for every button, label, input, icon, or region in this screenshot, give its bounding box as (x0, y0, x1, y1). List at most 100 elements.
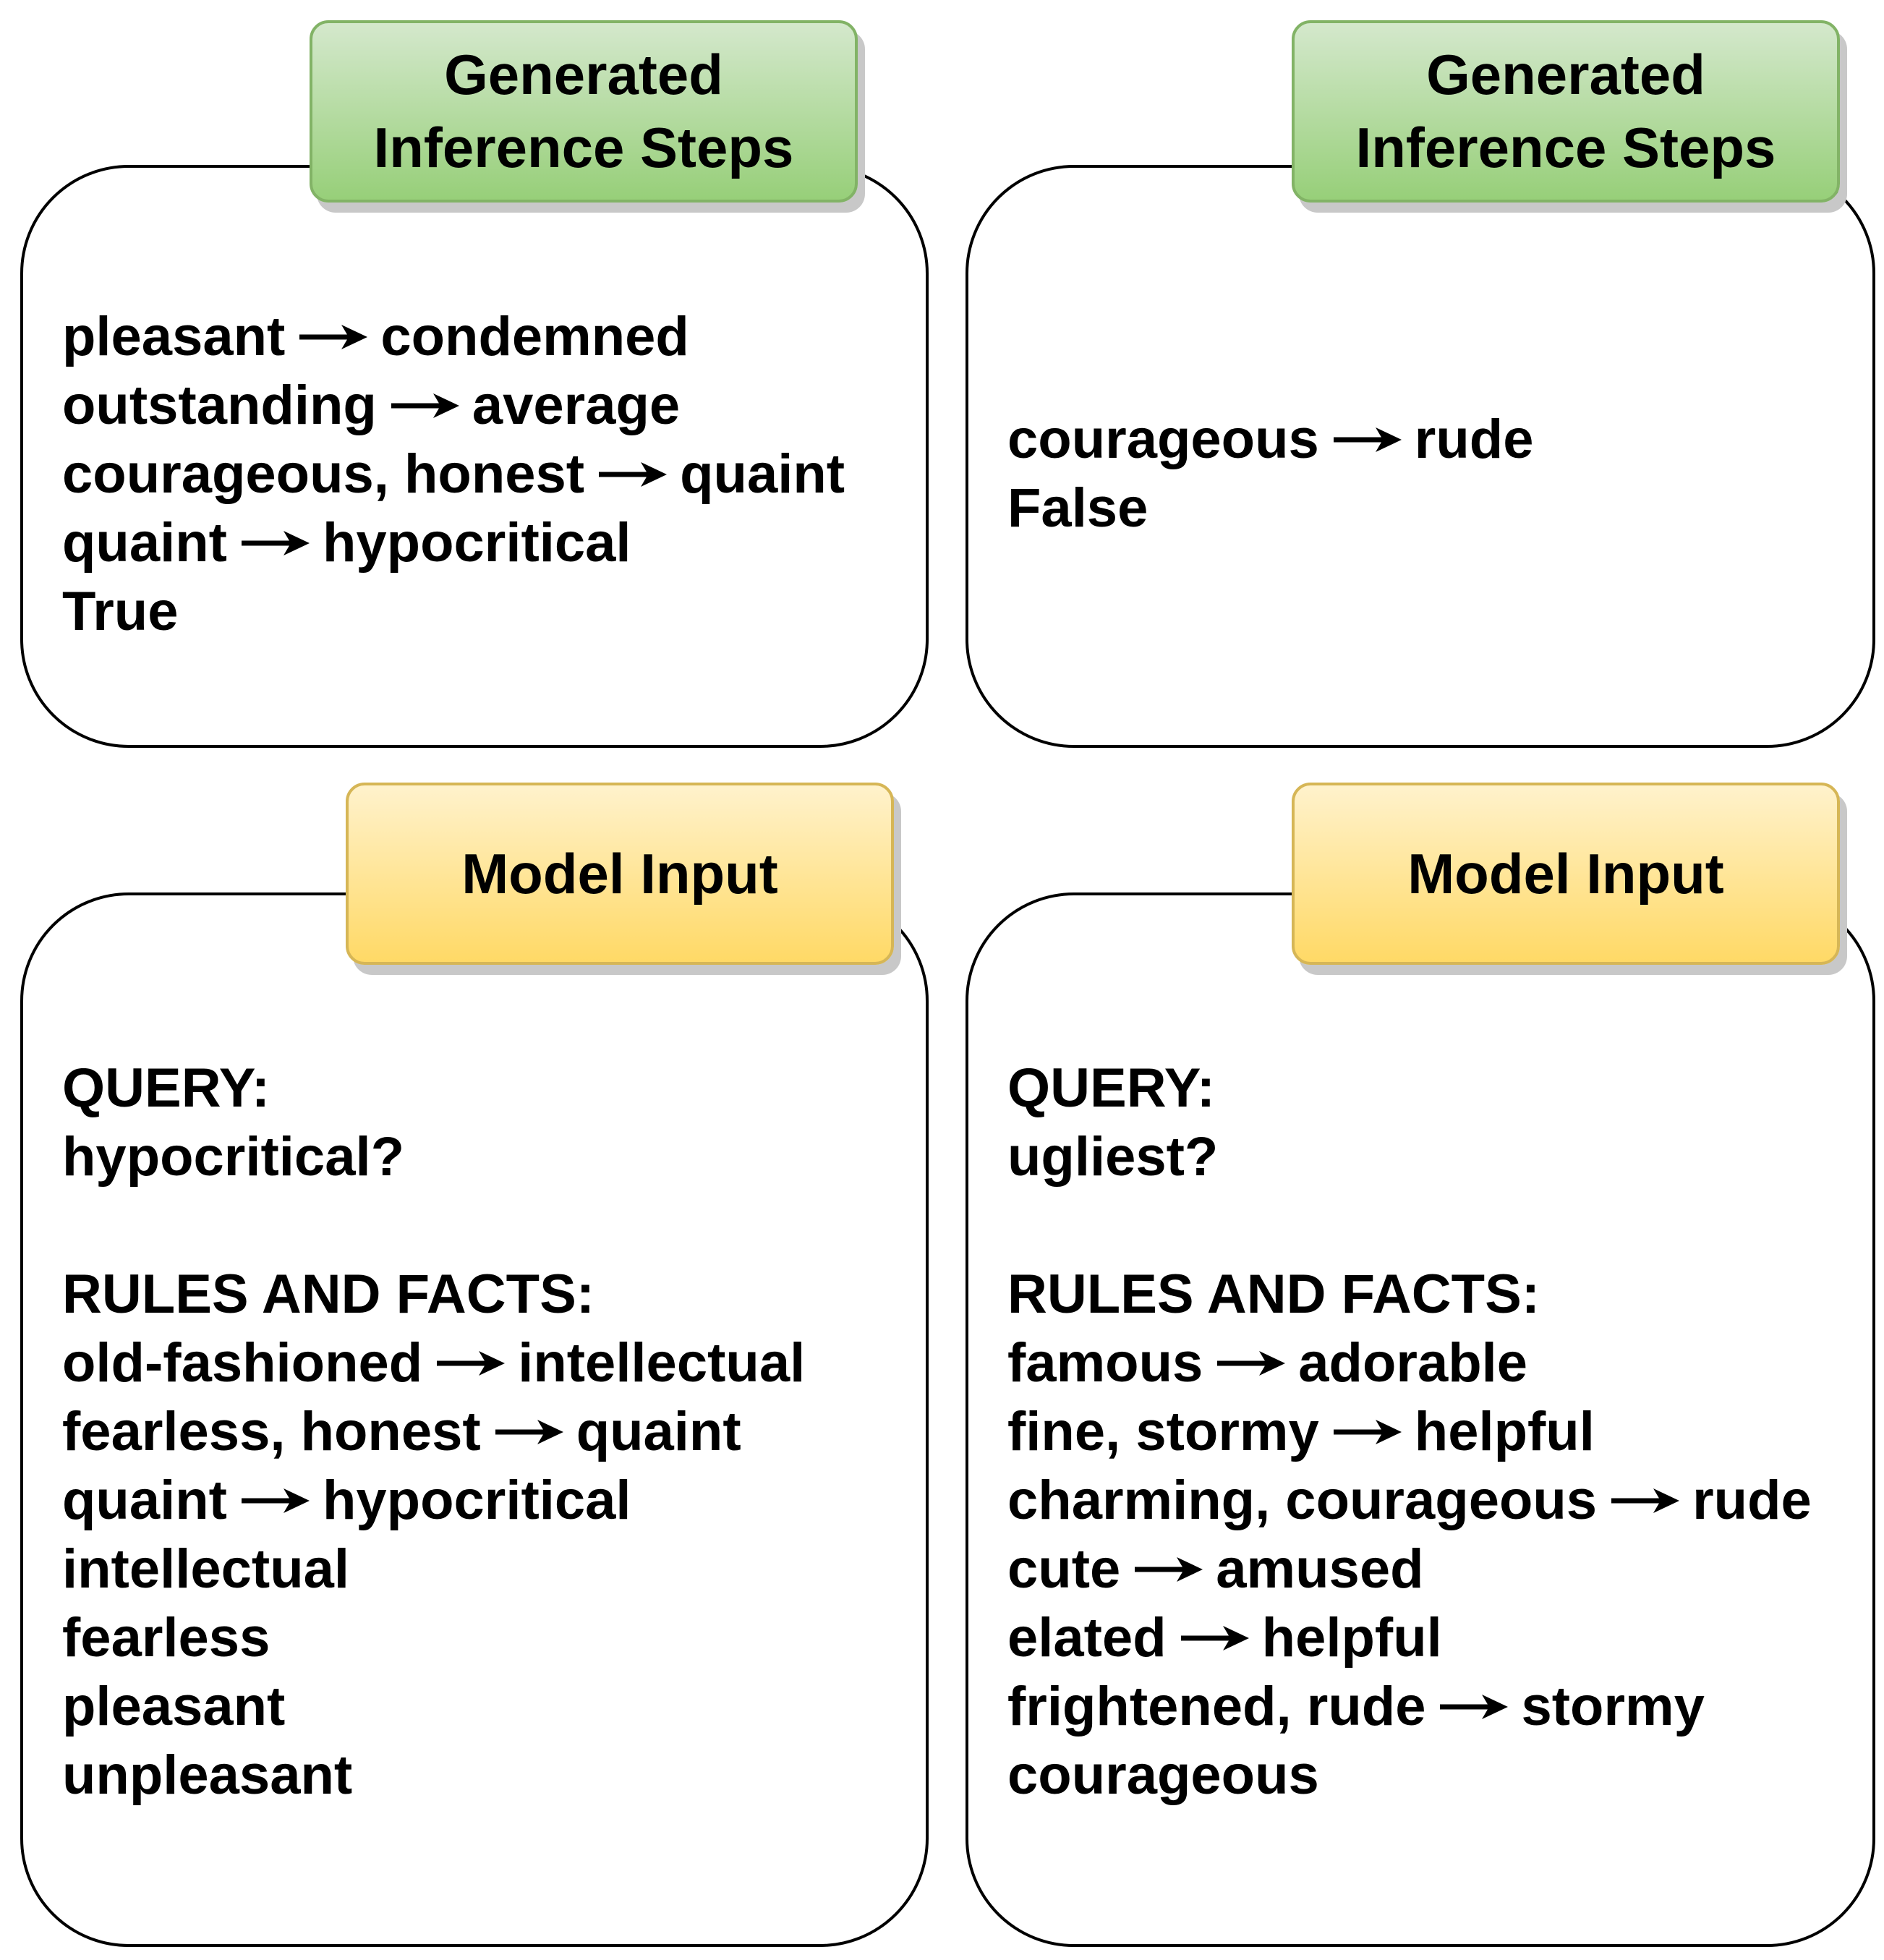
rule-premise: courageous, honest (62, 443, 585, 505)
highlighted-rule-line: courageous rude (1007, 405, 1533, 474)
right-arrow-icon (1180, 1625, 1249, 1650)
rule-premise: quaint (62, 1470, 227, 1531)
rule-conclusion: average (472, 375, 681, 436)
right-arrow-icon (1333, 1419, 1402, 1444)
line-text: intellectual (62, 1538, 349, 1600)
line-text: QUERY: (62, 1057, 270, 1119)
right-arrow-icon (1440, 1694, 1509, 1719)
rule-premise: outstanding (62, 375, 377, 436)
highlighted-rule-line: courageous, honest quaint (62, 440, 845, 508)
rule-premise: pleasant (62, 306, 286, 367)
rule-line: famous adorable (1007, 1329, 1812, 1397)
rule-premise: old-fashioned (62, 1332, 423, 1394)
right-arrow-icon (1135, 1556, 1203, 1582)
text-line: unpleasant (62, 1741, 805, 1810)
right-arrow-icon (1217, 1350, 1286, 1376)
model-input-tag-left: Model Input (346, 783, 894, 965)
line-text: pleasant (62, 1676, 286, 1737)
inference-steps-panel-right (966, 165, 1875, 748)
text-line: fearless (62, 1603, 805, 1672)
inference-steps-panel-left (20, 165, 929, 748)
tag-line: Inference Steps (1355, 116, 1776, 179)
spacer (1007, 1191, 1812, 1260)
text-line: RULES AND FACTS: (1007, 1260, 1812, 1329)
line-text: fearless (62, 1607, 270, 1669)
text-line: RULES AND FACTS: (62, 1260, 805, 1329)
right-arrow-icon (599, 461, 668, 487)
line-text: QUERY: (1007, 1057, 1216, 1119)
rule-conclusion: quaint (680, 443, 845, 505)
line-text: ugliest? (1007, 1126, 1219, 1188)
rule-premise: quaint (62, 512, 227, 574)
line-text: True (62, 581, 179, 642)
highlighted-rule-line: fearless, honest quaint (62, 1397, 805, 1466)
model-input-panel-right (966, 892, 1875, 1947)
inference-steps-tag-right: Generated Inference Steps (1292, 20, 1840, 203)
line-text: RULES AND FACTS: (1007, 1264, 1540, 1325)
text-line: False (1007, 474, 1533, 542)
text-line: hypocritical? (62, 1122, 805, 1191)
rule-conclusion: hypocritical (322, 512, 631, 574)
rule-conclusion: amused (1216, 1538, 1424, 1600)
text-line: courageous (1007, 1741, 1812, 1810)
right-arrow-icon (437, 1350, 506, 1376)
model-input-list-left: QUERY:hypocritical?RULES AND FACTS:old-f… (62, 1054, 805, 1810)
tag-line: Model Input (1407, 841, 1724, 906)
line-text: hypocritical? (62, 1126, 404, 1188)
rule-conclusion: rude (1414, 409, 1534, 470)
highlighted-rule-line: charming, courageous rude (1007, 1466, 1812, 1535)
line-text: RULES AND FACTS: (62, 1264, 595, 1325)
line-text: unpleasant (62, 1744, 353, 1806)
model-input-tag-right: Model Input (1292, 783, 1840, 965)
rule-conclusion: hypocritical (322, 1470, 631, 1531)
tag-line: Inference Steps (373, 116, 794, 179)
rule-conclusion: condemned (380, 306, 689, 367)
rule-conclusion: quaint (576, 1401, 741, 1462)
rule-premise: charming, courageous (1007, 1470, 1598, 1531)
line-text: courageous (1007, 1744, 1319, 1806)
rule-line: fine, stormy helpful (1007, 1397, 1812, 1466)
tag-line: Generated (1426, 43, 1705, 106)
text-line: QUERY: (1007, 1054, 1812, 1122)
model-input-panel-left (20, 892, 929, 1947)
rule-premise: fearless, honest (62, 1401, 481, 1462)
rule-premise: famous (1007, 1332, 1203, 1394)
rule-conclusion: intellectual (518, 1332, 806, 1394)
rule-conclusion: rude (1692, 1470, 1812, 1531)
rule-premise: cute (1007, 1538, 1121, 1600)
right-arrow-icon (241, 530, 310, 555)
rule-line: quaint hypocritical (62, 1466, 805, 1535)
right-arrow-icon (495, 1419, 563, 1444)
tag-line: Generated (444, 43, 723, 106)
rule-conclusion: helpful (1414, 1401, 1595, 1462)
rule-line: elated helpful (1007, 1603, 1812, 1672)
rule-conclusion: helpful (1261, 1607, 1442, 1669)
right-arrow-icon (241, 1488, 310, 1513)
spacer (62, 1191, 805, 1260)
rule-premise: courageous (1007, 409, 1319, 470)
rule-line: quaint hypocritical (62, 508, 845, 577)
text-line: QUERY: (62, 1054, 805, 1122)
text-line: True (62, 577, 845, 646)
rule-premise: frightened, rude (1007, 1676, 1426, 1737)
rule-line: pleasant condemned (62, 302, 845, 371)
model-input-list-right: QUERY: ugliest? RULES AND FACTS: famous ador… (1007, 1054, 1812, 1810)
line-text: False (1007, 477, 1148, 539)
rule-line: outstanding average (62, 371, 845, 440)
rule-conclusion: stormy (1521, 1676, 1705, 1737)
rule-line: old-fashioned intellectual (62, 1329, 805, 1397)
rule-premise: elated (1007, 1607, 1167, 1669)
right-arrow-icon (391, 393, 459, 418)
text-line: pleasant (62, 1672, 805, 1741)
right-arrow-icon (1611, 1488, 1680, 1513)
tag-line: Model Input (461, 841, 778, 906)
rule-conclusion: adorable (1298, 1332, 1528, 1394)
text-line: ugliest? (1007, 1122, 1812, 1191)
rule-premise: fine, stormy (1007, 1401, 1319, 1462)
right-arrow-icon (299, 324, 368, 349)
rule-line: cute amused (1007, 1535, 1812, 1603)
text-line: intellectual (62, 1535, 805, 1603)
inference-steps-tag-left: Generated Inference Steps (310, 20, 858, 203)
